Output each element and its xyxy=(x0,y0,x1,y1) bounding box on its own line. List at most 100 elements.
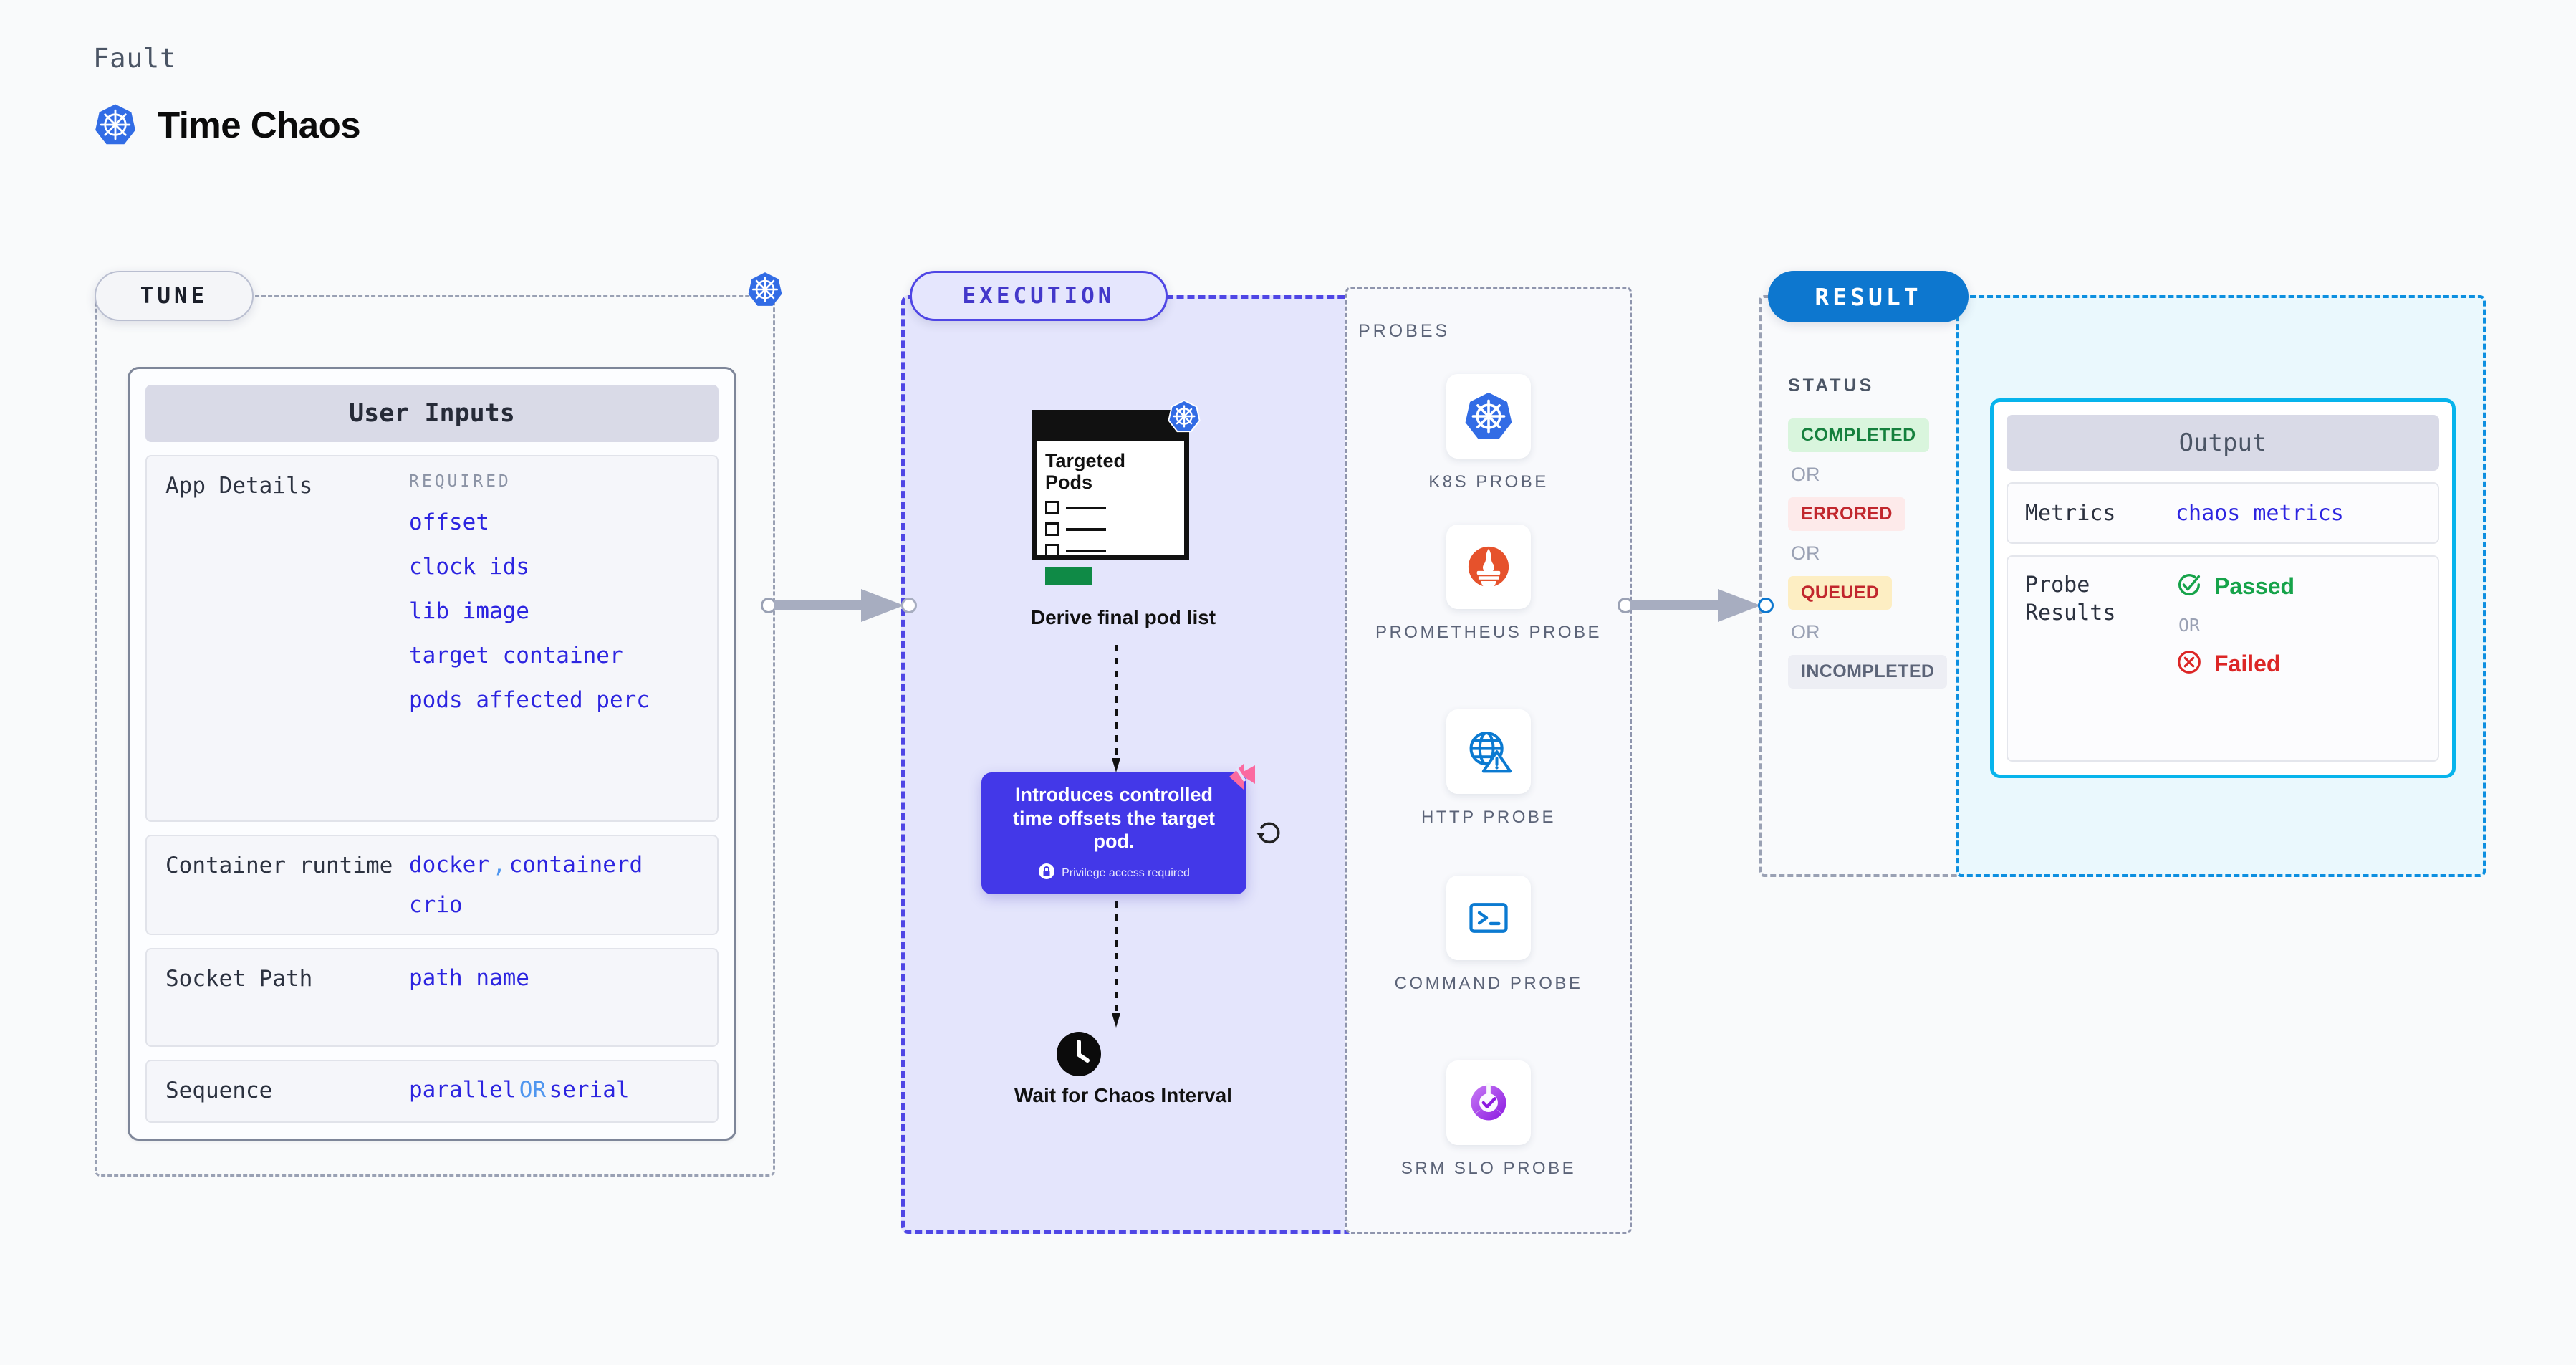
page-title: Time Chaos xyxy=(158,104,361,145)
pod-checkbox-row[interactable] xyxy=(1045,501,1176,515)
runtime-containerd[interactable]: containerd xyxy=(509,852,643,878)
tune-section-app-details: App Details REQUIRED offset clock ids li… xyxy=(145,455,719,823)
socket-path-value[interactable]: path name xyxy=(409,965,529,992)
status-badge-incompleted: INCOMPLETED xyxy=(1788,655,1948,689)
status-or: OR xyxy=(1791,542,1820,564)
probe-srm-slo[interactable]: SRM SLO PROBE xyxy=(1345,1060,1632,1180)
metrics-label: Metrics xyxy=(2025,500,2116,526)
checkbox-icon[interactable] xyxy=(1045,501,1059,515)
tune-panel xyxy=(95,295,775,1177)
kubernetes-icon xyxy=(93,102,138,147)
probe-command[interactable]: COMMAND PROBE xyxy=(1345,876,1632,995)
sequence-parallel[interactable]: parallel xyxy=(409,1077,516,1103)
derive-pod-list-label: Derive final pod list xyxy=(1030,606,1216,628)
section-label: Sequence xyxy=(165,1078,273,1104)
fault-kicker: Fault xyxy=(93,43,177,74)
fault-description-box: Introduces controlled time offsets the t… xyxy=(981,764,1255,894)
failed-label: Failed xyxy=(2214,651,2281,676)
sequence-serial[interactable]: serial xyxy=(549,1077,630,1103)
lock-icon xyxy=(1038,863,1055,883)
title-row: Time Chaos xyxy=(93,102,361,147)
output-card: Output Metrics chaos metrics Probe Resul… xyxy=(1990,398,2456,778)
section-label: Socket Path xyxy=(165,966,313,992)
check-circle-icon xyxy=(2176,571,2203,602)
probe-label: HTTP PROBE xyxy=(1421,808,1556,827)
runtime-separator: , xyxy=(492,852,506,878)
tune-section-container-runtime: Container runtime docker , containerd cr… xyxy=(145,835,719,936)
runtime-docker[interactable]: docker xyxy=(409,852,489,878)
input-offset[interactable]: offset xyxy=(409,509,489,535)
tune-section-sequence: Sequence parallel OR serial xyxy=(145,1060,719,1123)
connector-dot-right xyxy=(1758,598,1774,613)
clock-icon xyxy=(1057,1032,1101,1080)
privilege-note: Privilege access required xyxy=(1062,866,1190,879)
card-titlebar xyxy=(1037,415,1184,441)
pods-action-button[interactable] xyxy=(1045,567,1092,585)
probes-title: PROBES xyxy=(1358,321,1451,341)
targeted-pods-card: Targeted Pods xyxy=(1032,399,1201,585)
input-clock-ids[interactable]: clock ids xyxy=(409,554,529,580)
targeted-pods-title: Targeted Pods xyxy=(1045,450,1126,493)
connector-tune-to-execution xyxy=(761,588,918,623)
user-inputs-title: User Inputs xyxy=(145,385,719,442)
metrics-value[interactable]: chaos metrics xyxy=(2176,500,2344,526)
tune-section-socket-path: Socket Path path name xyxy=(145,948,719,1048)
probe-result-failed: Failed xyxy=(2176,648,2294,679)
required-label: REQUIRED xyxy=(409,472,511,491)
probe-result-or: OR xyxy=(2178,615,2201,636)
probe-http[interactable]: HTTP PROBE xyxy=(1345,709,1632,829)
runtime-crio[interactable]: crio xyxy=(409,892,463,919)
srm-slo-icon xyxy=(1446,1060,1531,1145)
kubernetes-icon xyxy=(1167,399,1201,437)
passed-label: Passed xyxy=(2214,573,2295,599)
status-badge-errored: ERRORED xyxy=(1788,497,1905,531)
sequence-or: OR xyxy=(519,1077,547,1103)
badge-result[interactable]: RESULT xyxy=(1768,271,1969,322)
input-target-container[interactable]: target container xyxy=(409,643,623,669)
globe-warning-icon xyxy=(1446,709,1531,794)
prometheus-icon xyxy=(1446,525,1531,609)
flow-connector-2 xyxy=(1112,901,1120,1028)
badge-execution[interactable]: EXECUTION xyxy=(910,271,1168,321)
pod-checkbox-row[interactable] xyxy=(1045,544,1176,558)
status-badge-queued: QUEUED xyxy=(1788,576,1893,610)
pod-line xyxy=(1066,506,1106,509)
pod-checkbox-row[interactable] xyxy=(1045,522,1176,537)
section-label: App Details xyxy=(165,473,313,499)
flow-connector-1 xyxy=(1112,645,1120,772)
probe-label: COMMAND PROBE xyxy=(1394,974,1583,993)
user-inputs-card: User Inputs App Details REQUIRED offset … xyxy=(128,367,736,1141)
probe-label: K8S PROBE xyxy=(1428,472,1549,492)
output-section-metrics: Metrics chaos metrics xyxy=(2007,482,2439,544)
status-or: OR xyxy=(1791,464,1820,485)
page-header: Fault xyxy=(93,43,361,147)
output-section-probe-results: Probe Results Passed OR xyxy=(2007,555,2439,762)
status-title: STATUS xyxy=(1788,375,1875,396)
status-list: COMPLETED OR ERRORED OR QUEUED OR INCOMP… xyxy=(1788,418,1948,689)
terminal-icon xyxy=(1446,876,1531,960)
output-title: Output xyxy=(2007,415,2439,471)
probe-prometheus[interactable]: PROMETHEUS PROBE xyxy=(1345,525,1632,644)
probe-result-passed: Passed xyxy=(2176,571,2294,602)
kubernetes-icon xyxy=(746,271,784,312)
connector-dot-right xyxy=(901,598,917,613)
probe-k8s[interactable]: K8S PROBE xyxy=(1345,374,1632,494)
badge-tune[interactable]: TUNE xyxy=(95,271,254,321)
kubernetes-icon xyxy=(1446,374,1531,459)
refresh-icon[interactable] xyxy=(1254,817,1285,852)
probe-label: PROMETHEUS PROBE xyxy=(1375,623,1602,642)
connector-execution-to-result xyxy=(1618,588,1775,623)
probe-label: SRM SLO PROBE xyxy=(1400,1159,1577,1178)
status-or: OR xyxy=(1791,621,1820,643)
checkbox-icon[interactable] xyxy=(1045,522,1059,537)
wait-chaos-interval-label: Wait for Chaos Interval xyxy=(1014,1084,1232,1106)
fault-description-text: Introduces controlled time offsets the t… xyxy=(1012,783,1216,853)
status-badge-completed: COMPLETED xyxy=(1788,418,1929,452)
pod-line xyxy=(1066,527,1106,531)
pink-arrow-icon xyxy=(1226,762,1256,796)
x-circle-icon xyxy=(2176,648,2203,679)
pod-line xyxy=(1066,549,1106,552)
input-lib-image[interactable]: lib image xyxy=(409,598,529,624)
input-pods-affected-perc[interactable]: pods affected perc xyxy=(409,687,650,713)
checkbox-icon[interactable] xyxy=(1045,544,1059,558)
